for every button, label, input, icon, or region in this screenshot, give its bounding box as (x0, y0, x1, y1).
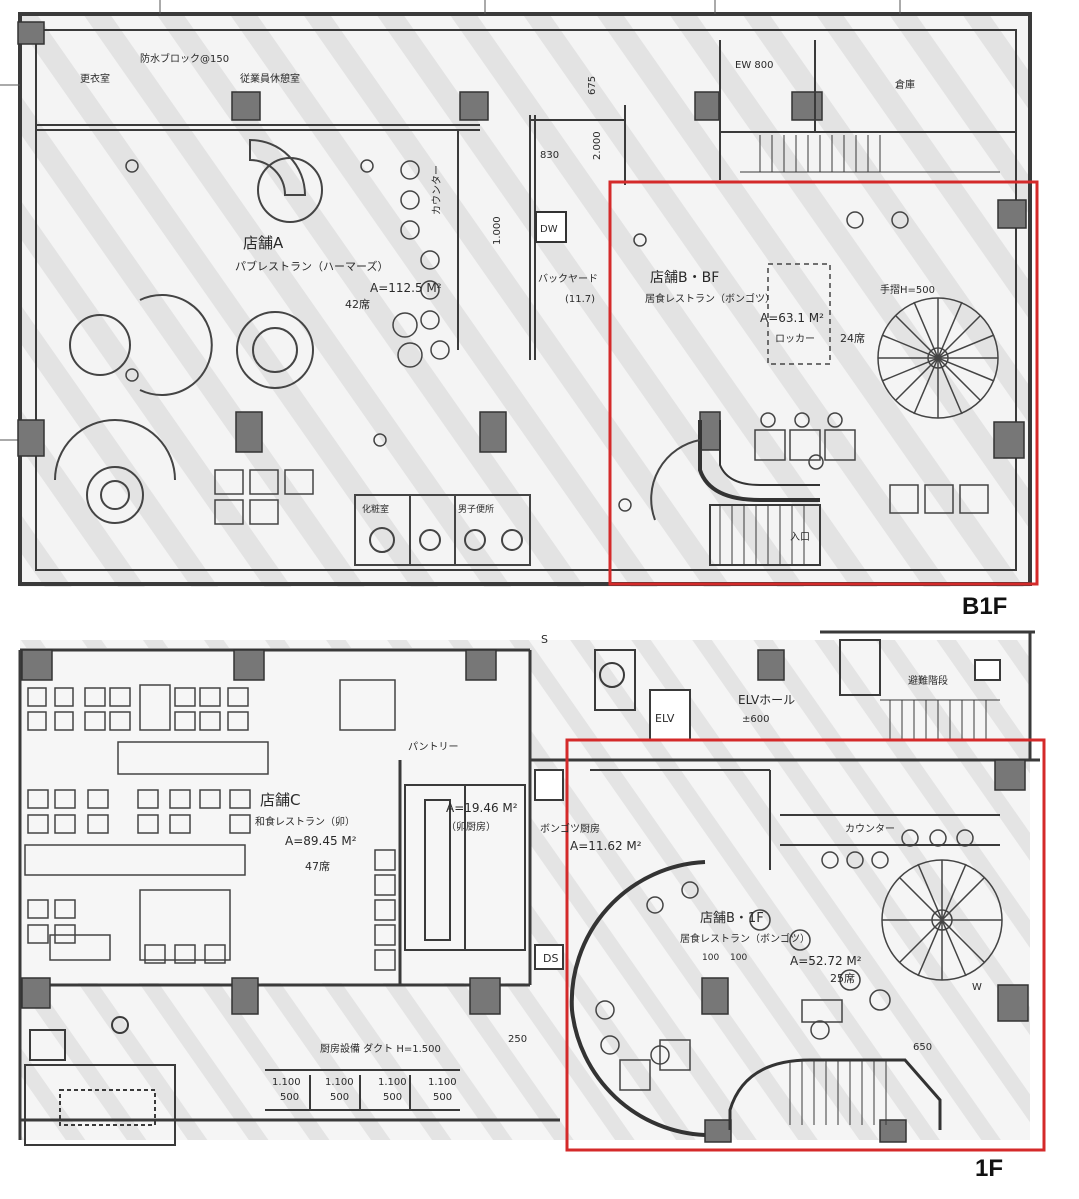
f1-dim-100b: 100 (730, 953, 747, 963)
f1-elv-dim: ±600 (742, 714, 769, 725)
b1f-floor-label: B1F (962, 593, 1007, 620)
f1-dim-500-3: 500 (433, 1092, 452, 1103)
b1f-outer-wall (18, 12, 1032, 586)
b1f-entrance: 入口 (790, 532, 810, 543)
b1f-grid-lines (0, 0, 901, 441)
b1f-room-left2: 従業員休憩室 (240, 72, 300, 85)
f1-store-b1-area: A=52.72 M² (790, 954, 862, 968)
b1f-dim-675: 675 (587, 76, 598, 95)
f1-plan (18, 630, 1046, 1152)
f1-highlight-box (565, 738, 1046, 1152)
f1-kitchen: ボンゴツ厨房 (540, 822, 600, 835)
b1f-wc2: 男子便所 (458, 503, 494, 515)
f1-dim-500-0: 500 (280, 1092, 299, 1103)
f1-store-c-area: A=89.45 M² (285, 834, 357, 848)
b1f-store-a-seats: 42席 (345, 297, 370, 311)
f1-counter (590, 769, 1000, 870)
f1-store-c-tables (24, 679, 396, 971)
b1f-store-b-seats: 24席 (840, 331, 865, 345)
b1f-labels: 防水ブロック@150 更衣室 従業員休憩室 倉庫 EW 800 店舗A パブレス… (80, 52, 935, 543)
f1-dim-100a: 100 (702, 953, 719, 963)
f1-store-b-seats (595, 829, 974, 1091)
f1-walls (18, 630, 1040, 1140)
f1-store-c-seats: 47席 (305, 859, 330, 873)
b1f-storage: 倉庫 (895, 78, 915, 91)
f1-s-label: S (541, 633, 548, 646)
f1-store-b1: 店舗B・1F (700, 911, 764, 926)
b1f-highlight-box (608, 180, 1039, 586)
b1f-tables (125, 159, 450, 447)
f1-dim-1100-2: 1.100 (378, 1077, 407, 1088)
b1f-dashed-box (767, 263, 831, 365)
f1-floor-label: 1F (975, 1155, 1003, 1182)
b1f-plan (0, 0, 1039, 587)
b1f-backyard: バックヤード (538, 273, 598, 285)
f1-dim-1100-1: 1.100 (325, 1077, 354, 1088)
f1-store-b1-type: 居食レストラン（ボンゴツ） (680, 932, 810, 945)
b1f-wc1: 化粧室 (362, 503, 389, 515)
f1-w-label: W (972, 982, 982, 993)
b1f-spiral-stair (877, 297, 999, 419)
b1f-stairs-top (740, 135, 1000, 173)
b1f-store-a-type: パブレストラン（ハーマーズ） (235, 259, 388, 273)
b1f-room-left1: 更衣室 (80, 72, 110, 85)
f1-pantry: パントリー (408, 741, 459, 753)
f1-lower-note: 厨房設備 ダクト H=1.500 (320, 1042, 441, 1055)
f1-dim-250: 250 (508, 1034, 527, 1045)
b1f-store-b-area: A=63.1 M² (760, 311, 824, 325)
f1-dim-500-1: 500 (330, 1092, 349, 1103)
b1f-inner-wall (35, 29, 1017, 571)
f1-dim-500-2: 500 (383, 1092, 402, 1103)
f1-stairs: 避難階段 (908, 674, 948, 687)
f1-dim-1100-3: 1.100 (428, 1077, 457, 1088)
b1f-store-b-seats (618, 211, 989, 514)
b1f-curved-counter-inner (719, 420, 820, 486)
f1-store-c: 店舗C (260, 791, 300, 809)
f1-counter-label: カウンター (845, 823, 895, 835)
b1f-curved-counter (698, 420, 820, 502)
f1-area-1946-note: （卯厨房） (446, 820, 496, 833)
b1f-columns (17, 21, 1027, 459)
b1f-top-strip: 防水ブロック@150 (140, 52, 229, 65)
b1f-ew: EW 800 (735, 60, 773, 71)
b1f-counter: カウンター (431, 165, 443, 215)
f1-dim-1100-0: 1.100 (272, 1077, 301, 1088)
b1f-door-arc (650, 439, 701, 521)
b1f-backyard-area: (11.7) (565, 294, 595, 305)
b1f-store-a-booths (54, 138, 323, 524)
f1-ds: DS (543, 952, 558, 965)
f1-columns (21, 649, 1029, 1143)
b1f-dw-box (535, 211, 567, 243)
b1f-store-a: 店舗A (243, 234, 284, 252)
f1-elv-hall: ELVホール (738, 693, 795, 707)
f1-store-b1-seats: 25席 (830, 971, 855, 985)
b1f-floor-area (20, 12, 1030, 587)
b1f-restrooms (354, 494, 531, 566)
b1f-dw: DW (540, 224, 558, 235)
f1-bottom-left (24, 1016, 460, 1146)
b1f-store-b-type: 居食レストラン（ボンゴツ） (645, 292, 775, 305)
b1f-spiral-label: 手摺H=500 (880, 283, 935, 296)
b1f-dim-2000: 2.000 (592, 131, 603, 160)
f1-kitchen (404, 769, 564, 970)
b1f-store-a-tables (214, 469, 314, 525)
f1-elv: ELV (655, 712, 675, 725)
b1f-dim-830: 830 (540, 150, 559, 161)
b1f-stair-bottom (709, 504, 821, 566)
f1-spiral-stair (881, 859, 1003, 981)
f1-curved-wall (569, 860, 706, 1137)
f1-store-c-type: 和食レストラン（卯） (255, 815, 355, 828)
f1-labels: 店舗C 和食レストラン（卯） A=89.45 M² 47席 パントリー A=19… (255, 633, 982, 1103)
b1f-store-b: 店舗B・BF (650, 270, 719, 286)
f1-area-1162: A=11.62 M² (570, 839, 642, 853)
b1f-dim-1000: 1.000 (492, 216, 503, 245)
f1-area-1946: A=19.46 M² (446, 801, 518, 815)
f1-stairs-bottom (789, 1060, 887, 1125)
f1-elv (594, 639, 1001, 741)
b1f-store-b-note: ロッカー (775, 333, 815, 345)
b1f-store-a-area: A=112.5 M² (370, 281, 442, 295)
f1-dim-650: 650 (913, 1042, 932, 1053)
